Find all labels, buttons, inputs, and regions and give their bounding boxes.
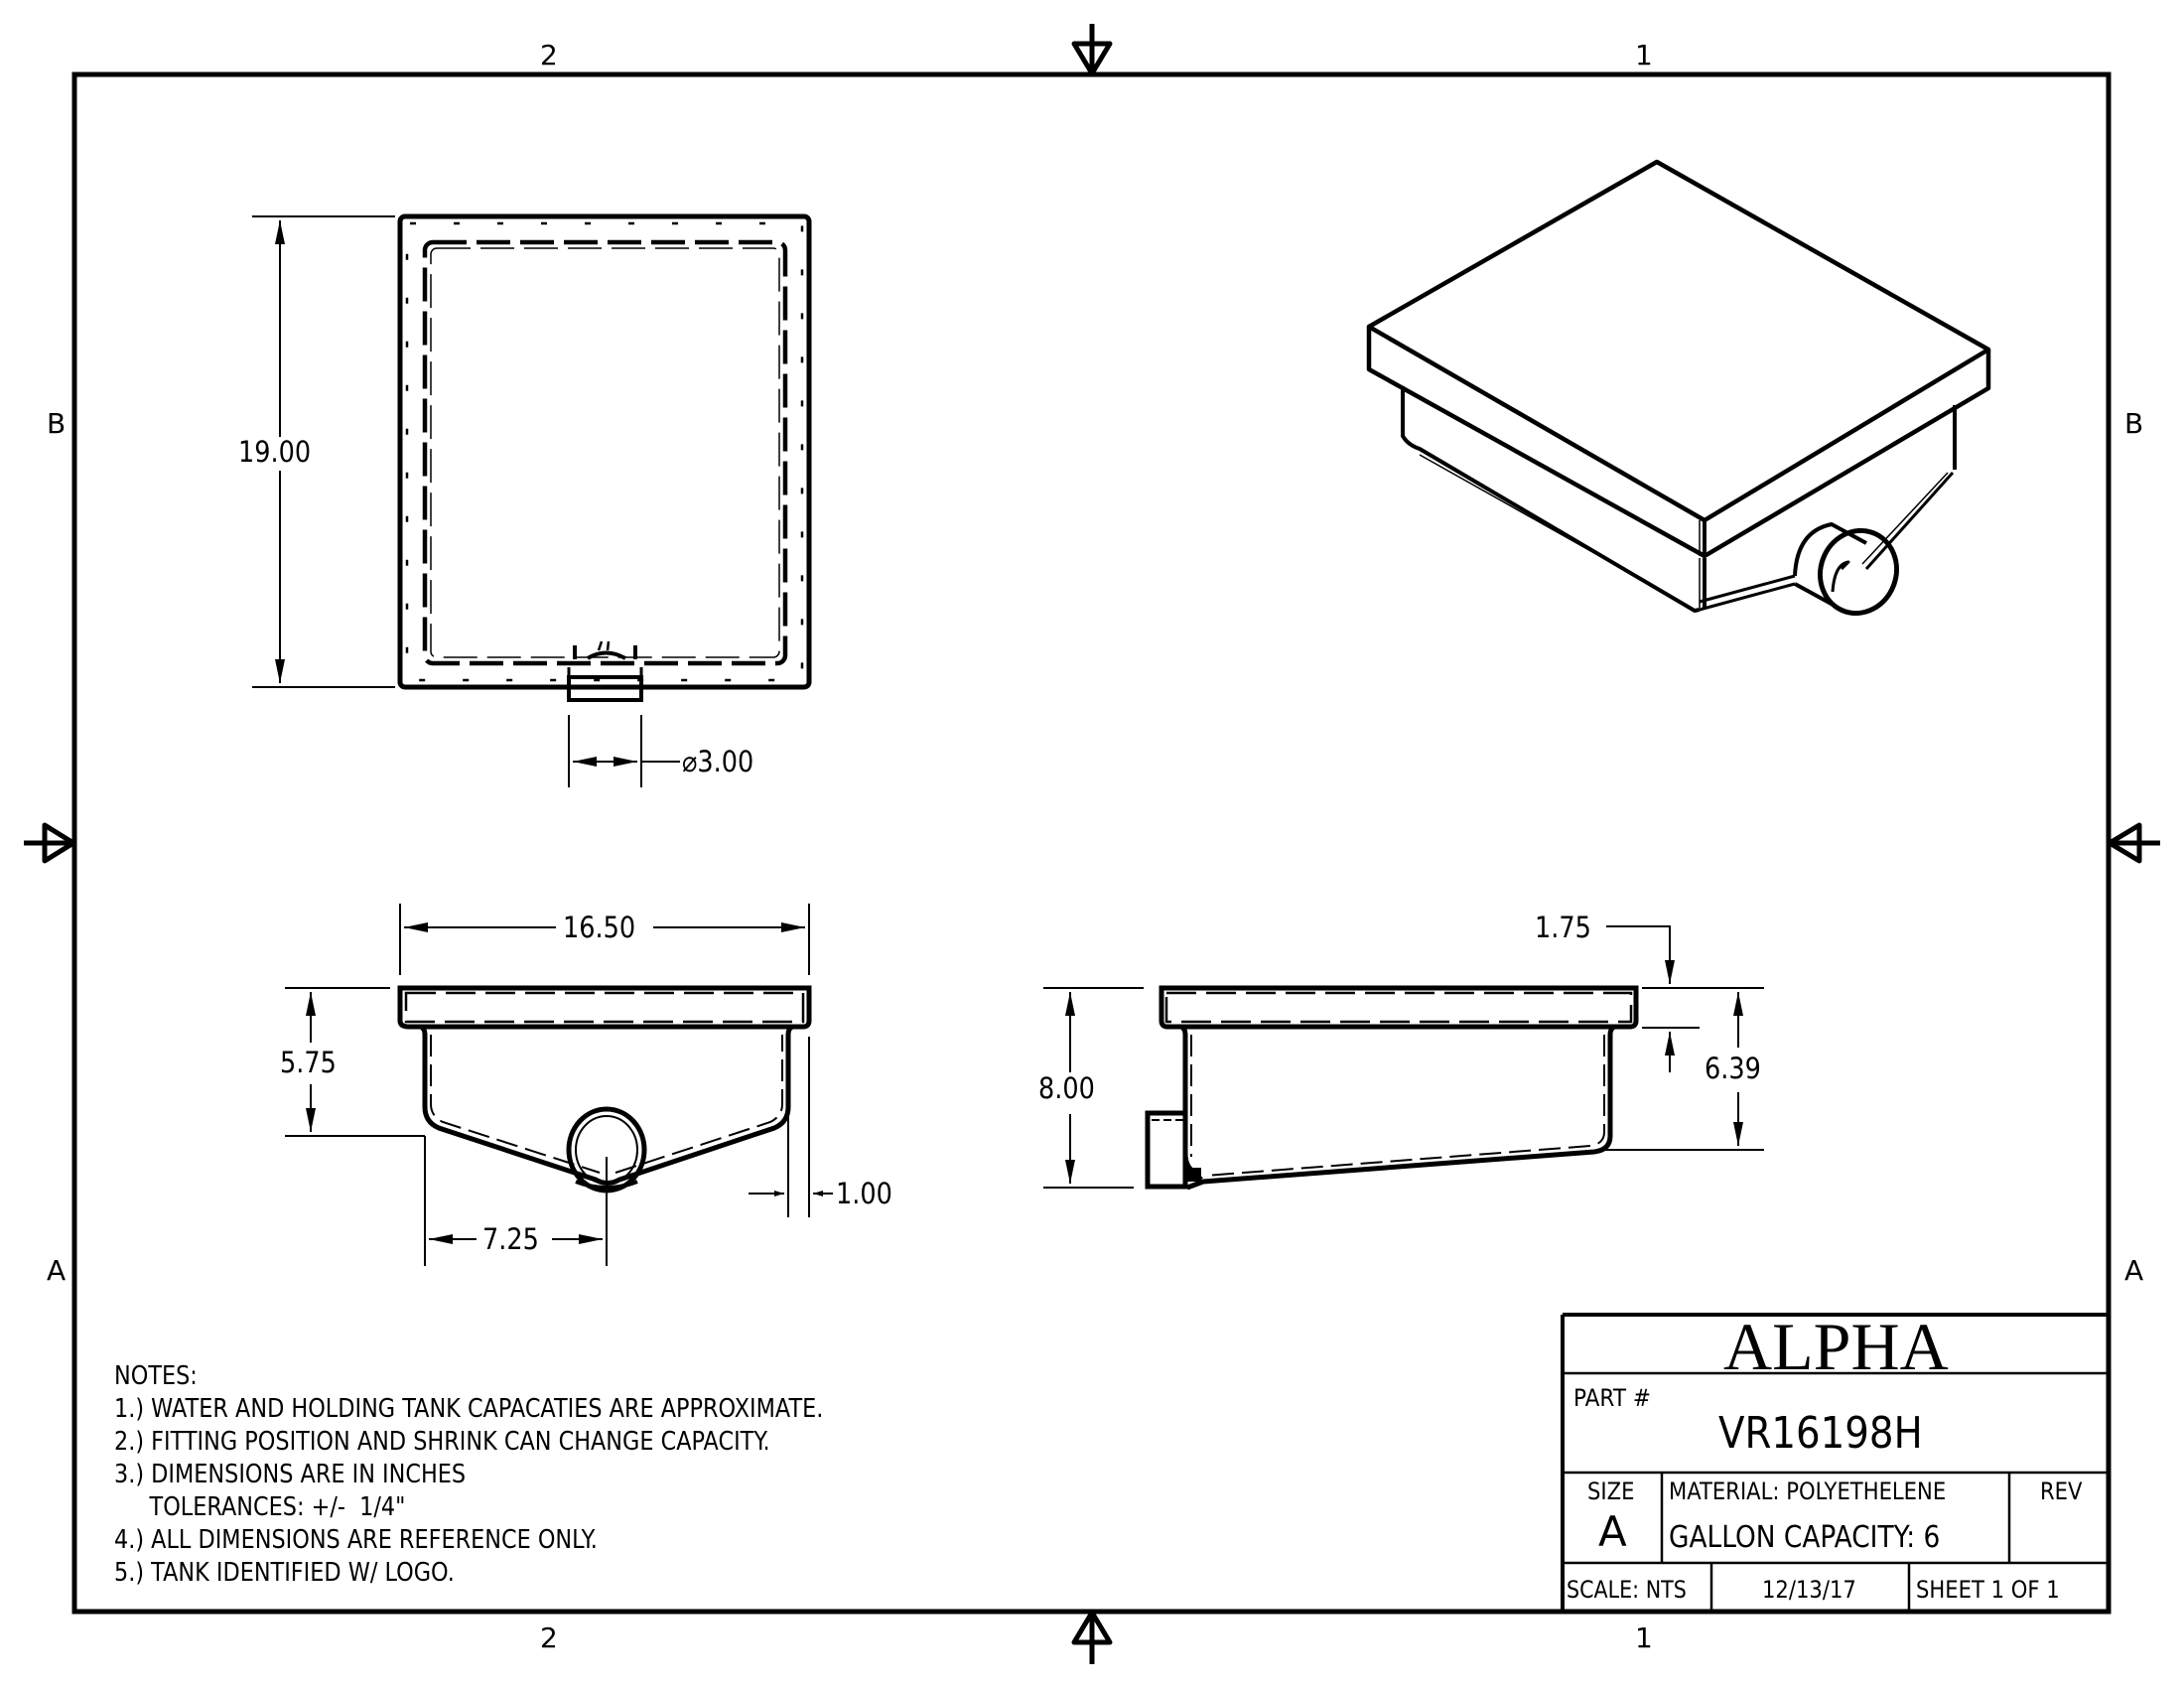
date: 12/13/17 [1762, 1576, 1856, 1604]
size-value: A [1598, 1507, 1627, 1556]
part-label: PART # [1573, 1384, 1652, 1412]
centering-mark-right-icon [2107, 822, 2160, 864]
dim-top-fitting-diameter: ⌀3.00 [682, 745, 754, 778]
dim-side-flange-height: 1.75 [1535, 911, 1591, 944]
sheet: SHEET 1 OF 1 [1916, 1576, 2060, 1604]
dim-top-length: 19.00 [238, 435, 312, 469]
centering-mark-top-icon [1071, 24, 1113, 76]
zone-label-left-b: B [47, 407, 67, 440]
zone-label-bottom-1: 1 [1635, 1621, 1653, 1654]
material: MATERIAL: POLYETHELENE [1669, 1477, 1947, 1505]
zone-label-right-b: B [2124, 407, 2144, 440]
zone-label-right-a: A [2124, 1254, 2144, 1287]
note-item: 4.) ALL DIMENSIONS ARE REFERENCE ONLY. [114, 1525, 598, 1555]
top-view [252, 213, 812, 787]
note-item: 2.) FITTING POSITION AND SHRINK CAN CHAN… [114, 1427, 770, 1457]
scale: SCALE: NTS [1567, 1576, 1687, 1604]
dim-front-fitting-offset: 7.25 [482, 1222, 539, 1256]
zone-label-bottom-2: 2 [540, 1621, 558, 1654]
dim-front-width: 16.50 [563, 911, 636, 944]
side-view [1043, 925, 1764, 1191]
note-item: 1.) WATER AND HOLDING TANK CAPACATIES AR… [114, 1394, 824, 1424]
zone-label-left-a: A [47, 1254, 67, 1287]
notes-block: NOTES: 1.) WATER AND HOLDING TANK CAPACA… [114, 1360, 823, 1590]
part-number: VR16198H [1718, 1408, 1923, 1459]
centering-mark-left-icon [24, 822, 76, 864]
dim-side-body-height: 6.39 [1705, 1052, 1761, 1085]
capacity: GALLON CAPACITY: 6 [1669, 1520, 1941, 1555]
title-block-lines [1561, 1313, 2109, 1612]
rev-label: REV [2040, 1477, 2083, 1505]
front-view [285, 904, 833, 1266]
company-name: ALPHA [1723, 1309, 1949, 1384]
note-item: 5.) TANK IDENTIFIED W/ LOGO. [114, 1558, 455, 1588]
size-label: SIZE [1587, 1477, 1635, 1505]
isometric-view [1366, 159, 1991, 617]
zone-label-top-2: 2 [540, 39, 558, 71]
dim-front-flange: 1.00 [836, 1177, 892, 1210]
notes-heading: NOTES: [114, 1361, 198, 1391]
dim-side-overall-height: 8.00 [1038, 1071, 1095, 1105]
dim-front-height: 5.75 [280, 1046, 337, 1079]
note-item: TOLERANCES: +/- 1/4" [114, 1492, 406, 1522]
note-item: 3.) DIMENSIONS ARE IN INCHES [114, 1460, 467, 1489]
centering-mark-bottom-icon [1071, 1610, 1113, 1664]
zone-label-top-1: 1 [1635, 39, 1653, 71]
